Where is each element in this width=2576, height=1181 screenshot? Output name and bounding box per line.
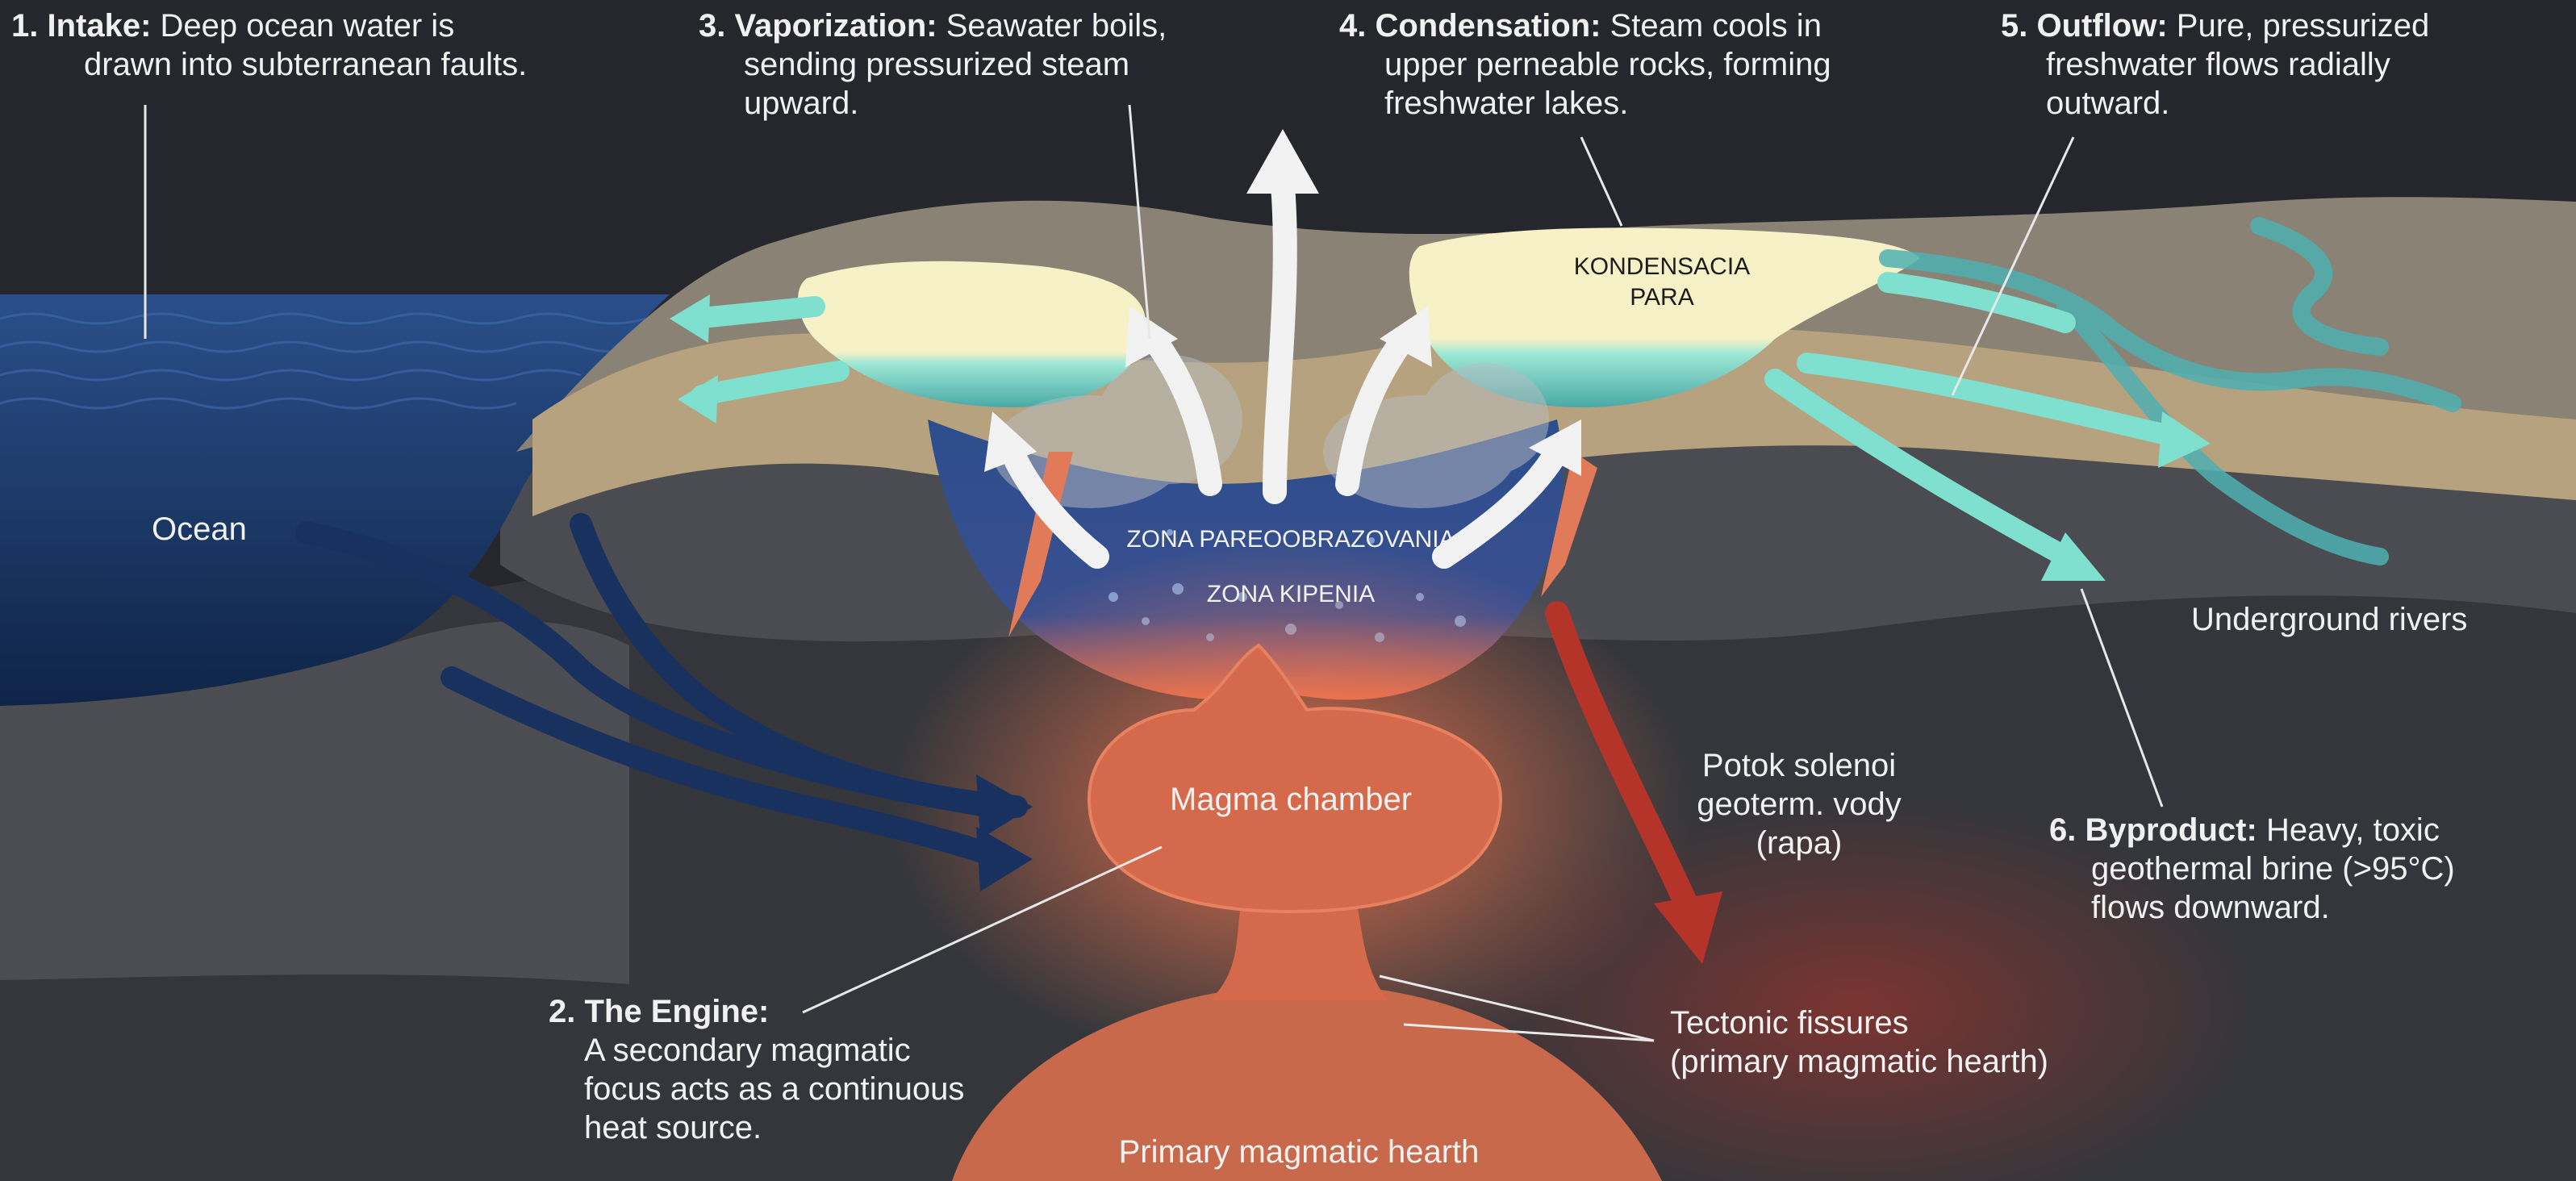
brine-flow-line: Potok solenoi	[1702, 748, 1896, 783]
step-text-line: drawn into subterranean faults.	[84, 47, 527, 82]
step-text-line: sending pressurized steam	[744, 47, 1129, 82]
step-text-line: Heavy, toxic	[2266, 812, 2440, 848]
step-number: 3.	[699, 8, 725, 44]
primary-hearth-label: Primary magmatic hearth	[1049, 1133, 1549, 1171]
step-4-condensation: 4. Condensation: Steam cools in upper pe…	[1339, 6, 1831, 123]
tectonic-fissures-line: Tectonic fissures	[1670, 1005, 1909, 1041]
condensation-zone-label: KONDENSACIA PARA	[1533, 252, 1791, 313]
step-text-line: freshwater flows radially	[2046, 47, 2390, 82]
step-text-line: freshwater lakes.	[1384, 86, 1628, 121]
brine-flow-line: geoterm. vody	[1697, 787, 1901, 822]
condensation-zone-line: PARA	[1630, 284, 1693, 311]
step-text-line: flows downward.	[2091, 890, 2330, 925]
step-title: Outflow:	[2036, 8, 2167, 44]
tectonic-fissures-line: (primary magmatic hearth)	[1670, 1044, 2048, 1079]
step-2-engine: 2. The Engine: A secondary magmatic focu…	[549, 992, 964, 1147]
tectonic-fissures-label: Tectonic fissures (primary magmatic hear…	[1670, 1004, 2048, 1081]
step-6-byproduct: 6. Byproduct: Heavy, toxic geothermal br…	[2049, 811, 2455, 927]
step-text-line: A secondary magmatic	[584, 1033, 911, 1068]
vaporization-zone-label: ZONA PAREOOBRAZOVANIA	[1081, 524, 1501, 555]
step-text-line: Steam cools in	[1610, 8, 1822, 44]
step-text-line: heat source.	[584, 1110, 762, 1146]
step-5-outflow: 5. Outflow: Pure, pressurized freshwater…	[2001, 6, 2429, 123]
step-text-line: geothermal brine (>95°C)	[2091, 851, 2455, 887]
step-number: 2.	[549, 994, 575, 1029]
step-title: Vaporization:	[734, 8, 937, 44]
step-text-line: focus acts as a continuous	[584, 1071, 964, 1107]
step-title: Byproduct:	[2085, 812, 2257, 848]
step-1-intake: 1. Intake: Deep ocean water is drawn int…	[11, 6, 527, 84]
step-text-line: Deep ocean water is	[161, 8, 455, 44]
step-number: 4.	[1339, 8, 1366, 44]
step-title: Condensation:	[1375, 8, 1601, 44]
step-title: The Engine:	[584, 994, 769, 1029]
magma-chamber-label: Magma chamber	[1113, 780, 1468, 819]
step-text-line: Pure, pressurized	[2177, 8, 2429, 44]
step-number: 5.	[2001, 8, 2027, 44]
boiling-zone-label: ZONA KIPENIA	[1129, 579, 1452, 610]
step-title: Intake:	[47, 8, 151, 44]
step-number: 1.	[11, 8, 38, 44]
step-text-line: upper perneable rocks, forming	[1384, 47, 1831, 82]
step-text-line: upward.	[744, 86, 858, 121]
step-number: 6.	[2049, 812, 2076, 848]
brine-flow-label: Potok solenoi geoterm. vody (rapa)	[1662, 746, 1936, 862]
step-3-vaporization: 3. Vaporization: Seawater boils, sending…	[699, 6, 1167, 123]
ocean-label: Ocean	[152, 510, 247, 549]
condensation-zone-line: KONDENSACIA	[1574, 253, 1750, 280]
brine-flow-line: (rapa)	[1756, 825, 1843, 861]
step-text-line: Seawater boils,	[946, 8, 1167, 44]
underground-rivers-label: Underground rivers	[2191, 600, 2467, 639]
step-text-line: outward.	[2046, 86, 2169, 121]
